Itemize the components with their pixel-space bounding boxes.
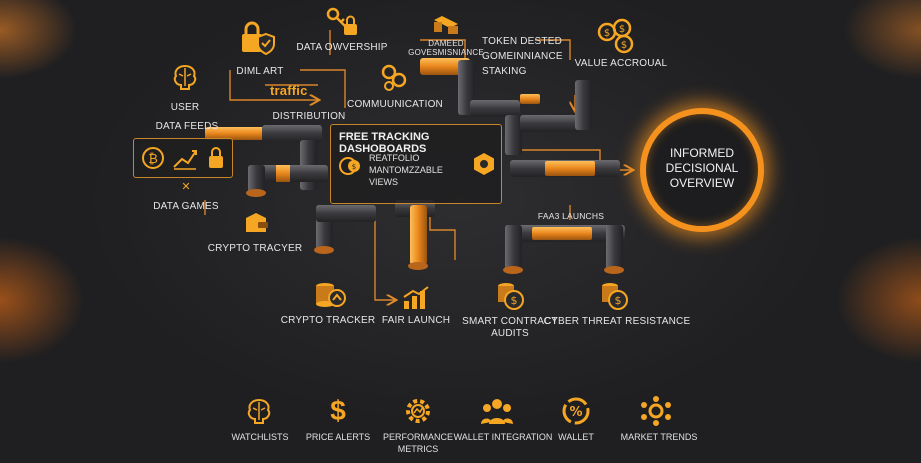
feature-market-trends: MARKET TRENDS	[620, 432, 698, 442]
coin-tokens-icon: $	[339, 155, 361, 182]
dameed-label: DAMEED	[428, 39, 464, 48]
hexagon-gear-icon	[471, 151, 497, 182]
svg-text:$: $	[621, 40, 627, 51]
outcome-line-3: OVERVIEW	[669, 176, 735, 190]
svg-text:$: $	[604, 28, 610, 39]
gear-chart-icon	[402, 396, 434, 431]
wallet-icon	[242, 210, 270, 236]
goimeinniance-label: GOMEINNIANCE	[482, 51, 563, 62]
feature-watchlists: WATCHLISTS	[231, 432, 289, 442]
cyber-coins-icon: $	[598, 280, 630, 312]
feature-performance: PERFORMANCE	[382, 432, 454, 442]
communication-label: COMMUUNICATION	[347, 99, 443, 110]
data-ownership-label: DATA OWVERSHIP	[296, 42, 388, 53]
feature-wallet: WALLET	[558, 432, 594, 442]
staking-label: STAKING	[482, 66, 527, 77]
traffic-label: traffic	[270, 83, 308, 98]
governance-small-label: GOVESMISNIANCE	[408, 48, 484, 57]
key-lock-icon	[325, 6, 359, 38]
diml-art-label: DIML ART	[236, 66, 284, 77]
user-label: USER	[170, 102, 200, 113]
outcome-line-2: DECISIONAL	[665, 161, 739, 175]
data-games-label: DATA GAMES	[153, 201, 219, 212]
svg-text:%: %	[569, 405, 582, 420]
data-feeds-label: DATA FEEDS	[155, 121, 219, 132]
crypto-tracker-label: CRYPTO TRACKER	[280, 315, 376, 326]
coin-stack-icon	[313, 278, 347, 312]
svg-text:$: $	[615, 294, 622, 307]
svg-text:$: $	[619, 24, 625, 35]
lock-shield-icon	[239, 20, 277, 56]
bar-chart-icon	[401, 285, 431, 311]
crypto-tracyer-label: CRYPTO TRACYER	[207, 243, 303, 254]
outcome-ring: INFORMED DECISIONAL OVERVIEW	[640, 108, 764, 232]
smart-contract-label-2: AUDITS	[491, 328, 529, 339]
feature-performance-line-2: METRICS	[397, 444, 439, 454]
outcome-line-1: INFORMED	[670, 146, 734, 160]
cyber-threat-label: CYBER THREAT RESISTANCE	[543, 316, 691, 327]
faa3-launchs-label: FAA3 LAUNCHS	[537, 211, 605, 221]
lock-icon	[209, 147, 223, 168]
tracking-dashboard-panel: FREE TRACKING DASHOBOARDS $ REATFOLIO MA…	[330, 124, 502, 204]
chart-up-icon	[173, 150, 197, 170]
dollar-icon: $	[330, 395, 346, 426]
fair-launch-label: FAIR LAUNCH	[381, 315, 451, 326]
smart-contract-label-1: SMART CONTRACT	[462, 316, 558, 327]
svg-text:₿: ₿	[148, 152, 158, 167]
svg-text:$: $	[352, 163, 356, 171]
panel-item-views: VIEWS	[369, 177, 399, 187]
panel-item-portfolio: REATFOLIO	[369, 153, 420, 163]
coins-icon: $ $ $	[596, 18, 636, 54]
bitcoin-icon: ₿	[142, 147, 164, 169]
network-gear-icon	[640, 396, 672, 431]
svg-text:$: $	[511, 294, 518, 307]
chain-link-icon	[379, 62, 409, 92]
value-accroual-label: VALUE ACCROUAL	[574, 58, 668, 69]
crossed-tools-icon: ✕	[181, 181, 191, 193]
feature-wallet-integration: WALLET INTEGRATION	[453, 432, 553, 442]
brain-icon	[244, 396, 274, 431]
panel-title: FREE TRACKING DASHOBOARDS	[339, 131, 430, 155]
token-stack-icon	[430, 14, 462, 38]
percent-icon: %	[561, 396, 591, 431]
data-feeds-box: ₿	[133, 138, 233, 178]
brain-icon	[170, 62, 200, 92]
distribution-label: DISTRIBUTION	[272, 111, 346, 122]
panel-item-customizable: MANTOMZZABLE	[369, 165, 443, 175]
feature-price-alerts: PRICE ALERTS	[305, 432, 371, 442]
smart-contract-coins-icon: $	[494, 280, 526, 312]
outcome-text: INFORMED DECISIONAL OVERVIEW	[646, 146, 758, 191]
users-icon	[480, 396, 514, 431]
token-dested-label: TOKEN DESTED	[482, 36, 563, 47]
